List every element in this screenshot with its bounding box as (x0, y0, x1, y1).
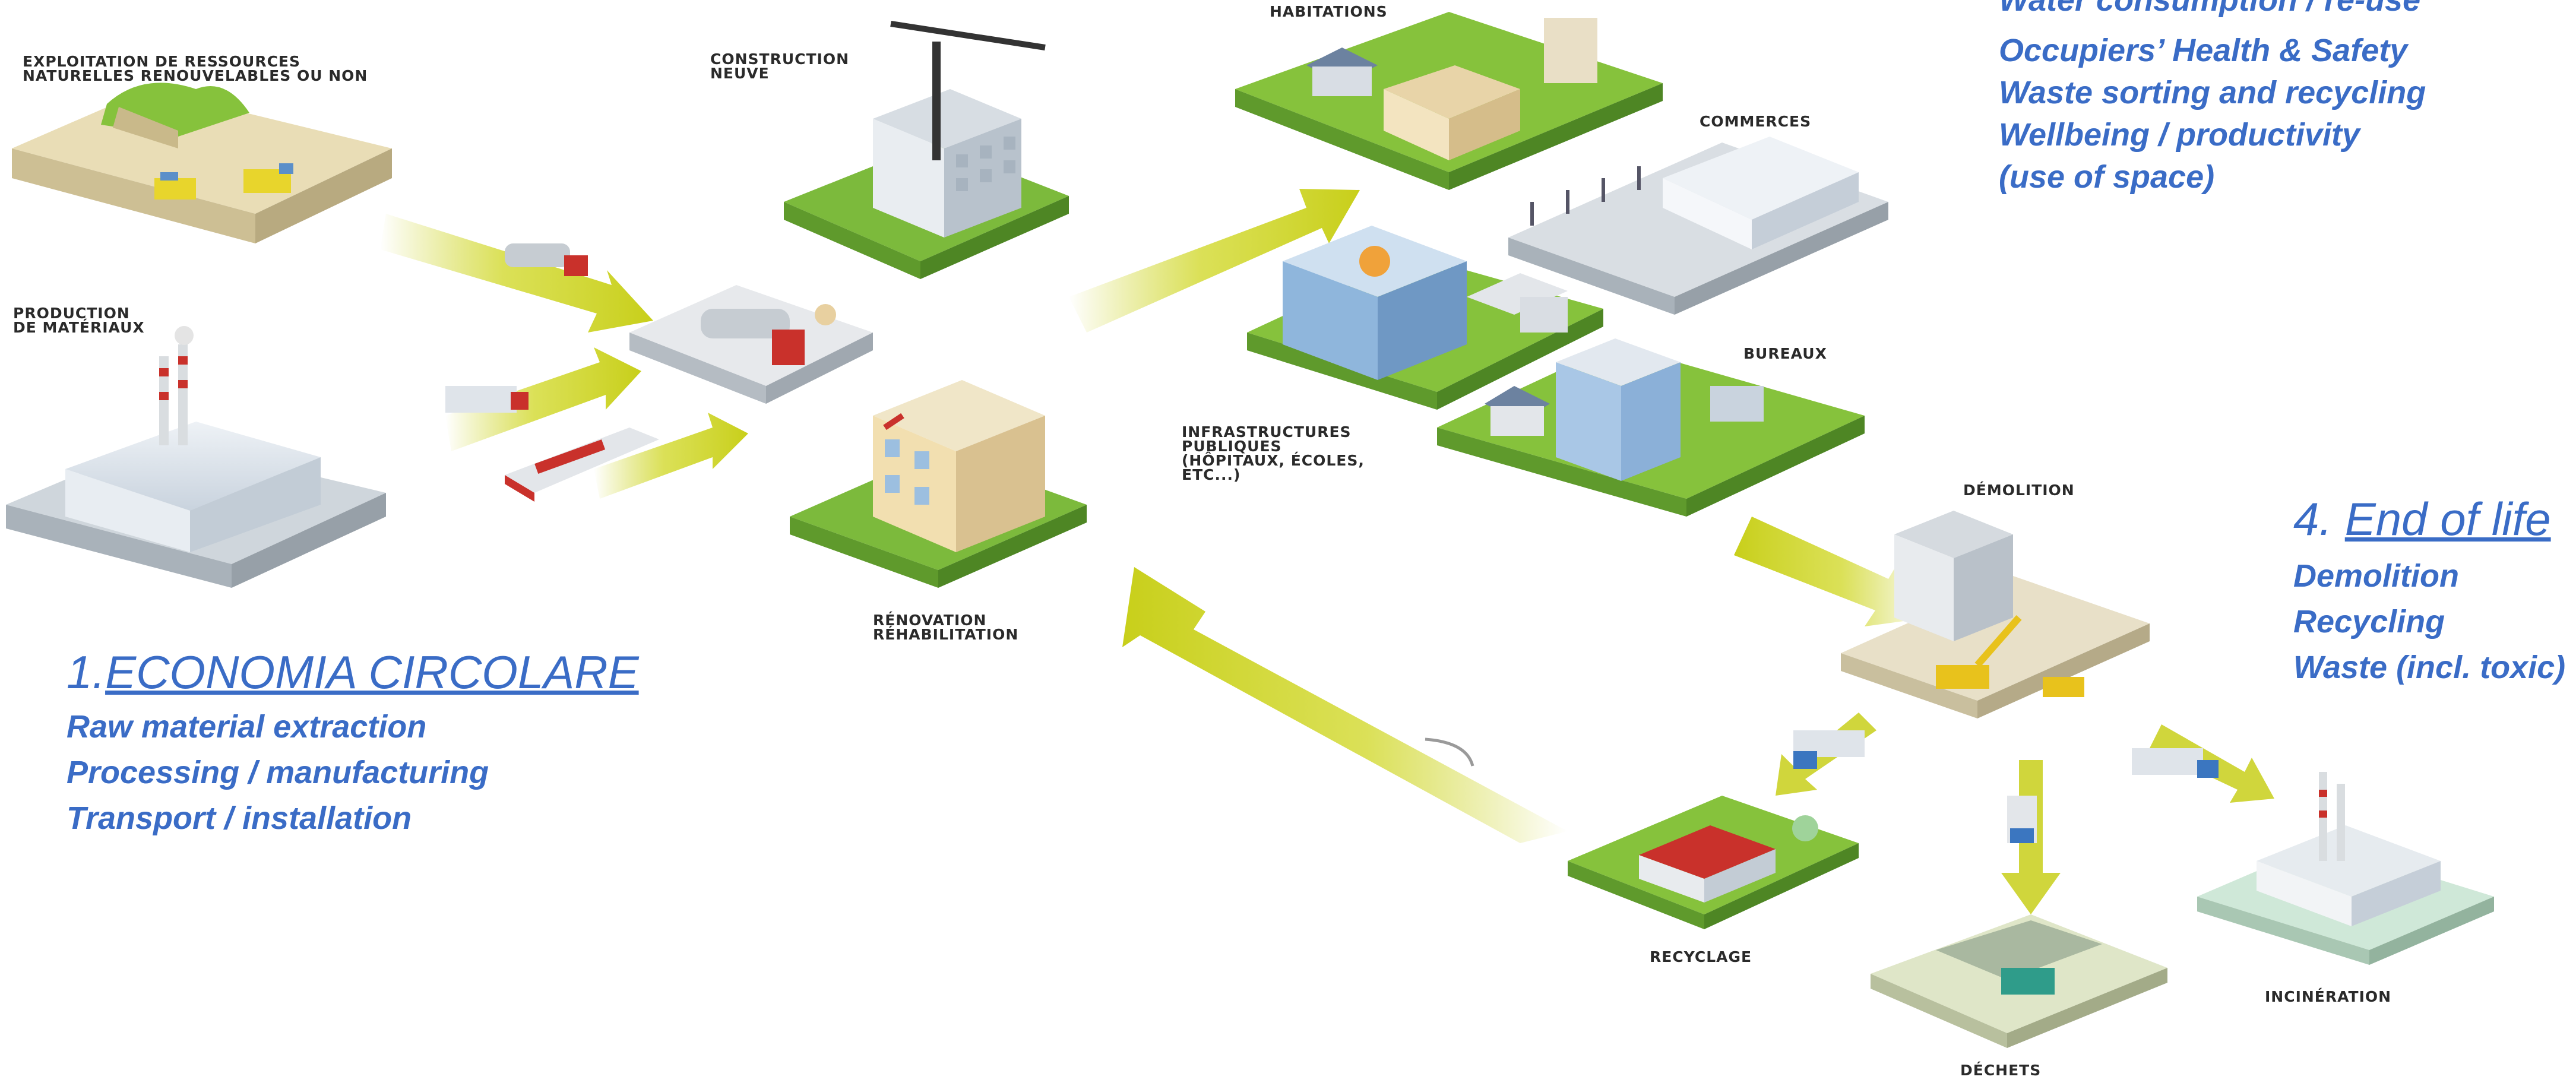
label-exploitation: EXPLOITATION DE RESSOURCES NATURELLES RE… (23, 53, 368, 84)
arrow-production-to-hub (445, 347, 641, 451)
arrow-uses-to-demolition (1734, 517, 1930, 626)
bureaux-scene (1437, 338, 1865, 517)
arrow-recycling-to-renovation (1122, 567, 1568, 843)
infrastructures-scene (1247, 226, 1603, 410)
section4-item: Demolition (2293, 558, 2459, 594)
label-commerces: COMMERCES (1700, 113, 1812, 130)
label-bureaux: BUREAUX (1743, 345, 1827, 362)
label-recyclage: RECYCLAGE (1650, 948, 1752, 965)
arrow-exploitation-to-hub (380, 214, 653, 333)
incineration-scene (2197, 772, 2494, 965)
arrow-hub-to-habitations (1069, 189, 1360, 333)
label-construction: CONSTRUCTION NEUVE (710, 50, 850, 82)
quarry-scene (12, 83, 392, 243)
section1-title: 1.ECONOMIA CIRCOLARE (67, 646, 639, 698)
label-incineration: INCINÉRATION (2265, 988, 2392, 1005)
habitations-scene (1235, 12, 1663, 190)
trucks (445, 243, 659, 502)
label-production: PRODUCTION DE MATÉRIAUX (13, 305, 145, 336)
section1-item: Raw material extraction (67, 709, 427, 745)
section3-item: (use of space) (1999, 159, 2215, 195)
label-renovation: RÉNOVATION RÉHABILITATION (873, 612, 1019, 643)
section3-item: Water consumption / re-use (1999, 0, 2421, 18)
section1-item: Processing / manufacturing (67, 755, 489, 790)
section4-title-text: End of life (2344, 493, 2551, 545)
section4-title: 4. End of life (2293, 493, 2551, 545)
arrow-ship-to-hub (594, 413, 748, 499)
section4-item: Recycling (2293, 604, 2445, 639)
section3-item: Wellbeing / productivity (1999, 117, 2360, 153)
section4-item: Waste (incl. toxic) (2293, 650, 2566, 685)
demolition-trucks (1793, 730, 2219, 843)
section1-item: Transport / installation (67, 800, 412, 836)
construction-scene (784, 21, 1069, 279)
transport-hub (629, 285, 873, 404)
section3-item: Occupiers’ Health & Safety (1999, 33, 2408, 68)
factory-scene (6, 326, 386, 588)
dechets-scene (1871, 914, 2167, 1048)
renovation-scene (790, 380, 1087, 588)
section1-number: 1. (67, 646, 106, 698)
commerces-scene (1508, 137, 1888, 315)
section3-item: Waste sorting and recycling (1999, 75, 2426, 110)
section1-title-text: ECONOMIA CIRCOLARE (105, 646, 639, 698)
demolition-scene (1841, 511, 2150, 718)
section4-number: 4. (2293, 493, 2345, 545)
label-infrastructures: INFRASTRUCTURES PUBLIQUES (HÔPITAUX, ÉCO… (1182, 423, 1365, 483)
recyclage-scene (1568, 796, 1859, 929)
label-dechets: DÉCHETS (1960, 1062, 2042, 1079)
label-habitations: HABITATIONS (1270, 3, 1388, 20)
arrow-small-curve (1425, 737, 1474, 767)
label-demolition: DÉMOLITION (1963, 482, 2075, 499)
